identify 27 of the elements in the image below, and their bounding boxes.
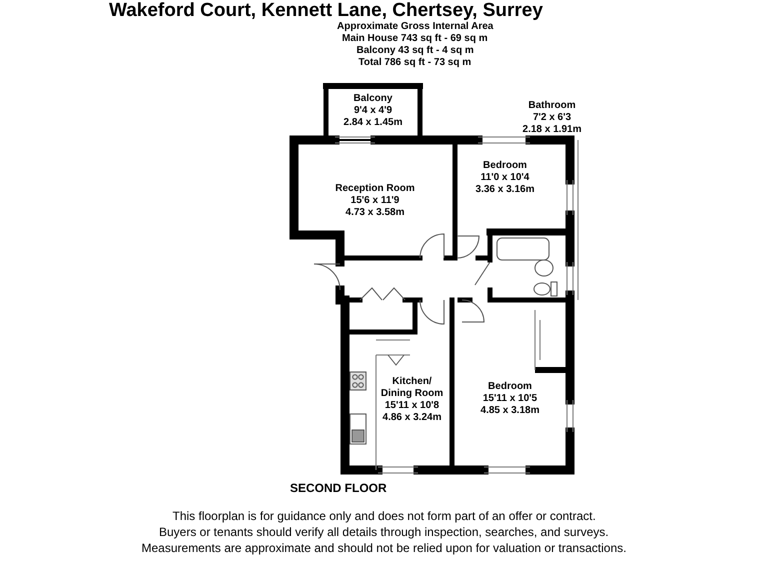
room-name: Kitchen/ Dining Room [380,376,444,400]
room-dimensions: 15'11 x 10'5 [482,393,538,405]
room-dimensions: 4.86 x 3.24m [382,412,442,424]
area-line: Balcony 43 sq ft - 4 sq m [356,45,474,56]
room-name: Balcony [354,93,392,105]
room-dimensions: 11'0 x 10'4 [480,172,530,184]
area-heading: Approximate Gross Internal Area [337,21,494,32]
room-name: Reception Room [335,183,415,195]
room-dimensions: 2.18 x 1.91m [522,124,582,136]
room-dimensions: 15'6 x 11'9 [350,195,400,207]
room-dimensions: 9'4 x 4'9 [354,105,392,117]
room-dimensions: 3.36 x 3.16m [476,184,534,196]
area-line: Total 786 sq ft - 73 sq m [358,57,472,68]
room-dimensions: 4.85 x 3.18m [480,405,540,417]
room-dimensions: 4.73 x 3.58m [346,207,404,219]
area-line: Main House 743 sq ft - 69 sq m [342,33,488,44]
room-name: Bathroom [528,100,576,112]
room-dimensions: 2.84 x 1.45m [344,117,402,129]
room-name: Bedroom [488,381,532,393]
disclaimer-text: Buyers or tenants should verify all details through inspection, searches, and surveys. [159,525,609,539]
room-dimensions: 7'2 x 6'3 [532,112,572,124]
title: Wakeford Court, Kennett Lane, Chertsey, Surrey [109,0,543,22]
disclaimer-text: This floorplan is for guidance only and does not form part of an offer or contract. [172,509,596,523]
disclaimer-text: Measurements are approximate and should not be relied upon for valuation or transactions. [142,541,626,555]
floor-name: SECOND FLOOR [290,481,387,495]
room-dimensions: 15'11 x 10'8 [384,400,440,412]
room-name: Bedroom [483,160,527,172]
